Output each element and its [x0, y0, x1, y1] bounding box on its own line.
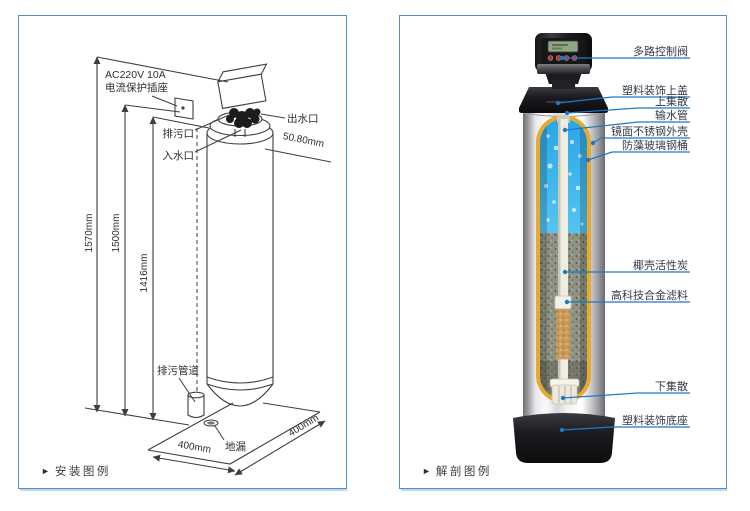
label-inlet-port: 入水口: [163, 150, 195, 162]
label-height-socket: 1500mm: [111, 214, 122, 253]
label-base: 塑料装饰底座: [622, 413, 688, 427]
label-power-line1: AC220V 10A: [105, 69, 166, 81]
floor-drain: [203, 419, 225, 441]
label-drain-pipe: 排污管道: [157, 364, 199, 377]
label-floor-width: 400mm: [287, 413, 321, 440]
valve-head-outline: [216, 63, 268, 137]
control-valve: [535, 33, 592, 89]
dimension-lines: [84, 56, 326, 476]
label-outlet-port: 出水口: [287, 112, 319, 125]
label-upper-distributor: 上集散: [655, 94, 688, 108]
tank-outline: [206, 111, 274, 407]
label-height-total: 1570mm: [84, 214, 95, 253]
label-lower-distributor: 下集散: [655, 379, 688, 393]
port-leaders: [194, 113, 332, 163]
label-top-cover: 塑料装饰上盖: [622, 83, 688, 97]
label-frp-tank: 防藻玻璃钢桶: [622, 138, 688, 152]
label-height-tank: 1416mm: [139, 254, 150, 293]
top-cover: [519, 87, 608, 113]
label-rim-size: 50.80mm: [282, 131, 325, 150]
drain-pipe: [178, 377, 205, 419]
label-floor-depth: 400mm: [177, 439, 212, 455]
installation-panel: AC220V 10A 电流保护插座 排污口 入水口 出水口 50.80mm 15…: [18, 15, 347, 489]
valve-lcd: [547, 40, 579, 53]
riser-pipe: [554, 119, 572, 381]
valve-body-cluster: [226, 108, 261, 128]
leader-dots: [555, 55, 596, 433]
power-socket: [151, 95, 194, 120]
installation-diagram: AC220V 10A 电流保护插座 排污口 入水口 出水口 50.80mm 15…: [84, 56, 332, 476]
label-activated-carbon: 椰壳活性炭: [633, 258, 688, 272]
label-steel-shell: 镜面不锈钢外壳: [611, 124, 688, 138]
cutaway-diagram: 多路控制阀 塑料装饰上盖 上集散 输水管 镜面不锈钢外壳 防藻玻璃钢桶 椰壳活性…: [513, 33, 690, 463]
alloy-media-tube: [555, 308, 571, 360]
right-caption-text: 解剖图例: [435, 466, 492, 478]
label-power-line2: 电流保护插座: [105, 81, 168, 94]
left-caption-text: 安装图例: [54, 466, 111, 478]
label-valve: 多路控制阀: [633, 44, 688, 58]
caption-arrow-icon: ►: [422, 466, 431, 476]
left-panel-caption: ► 安装图例: [41, 463, 111, 479]
right-panel-caption: ► 解剖图例: [422, 463, 492, 479]
label-floor-drain: 地漏: [225, 440, 246, 453]
lower-distributor: [549, 378, 580, 405]
leader-lines: [557, 57, 690, 431]
label-drain-port: 排污口: [163, 127, 195, 140]
label-alloy-media: 高科技合金滤料: [611, 288, 688, 302]
cutaway-panel: 多路控制阀 塑料装饰上盖 上集散 输水管 镜面不锈钢外壳 防藻玻璃钢桶 椰壳活性…: [399, 15, 727, 489]
caption-arrow-icon: ►: [41, 466, 50, 476]
label-water-pipe: 输水管: [655, 108, 688, 122]
base: [513, 413, 615, 463]
